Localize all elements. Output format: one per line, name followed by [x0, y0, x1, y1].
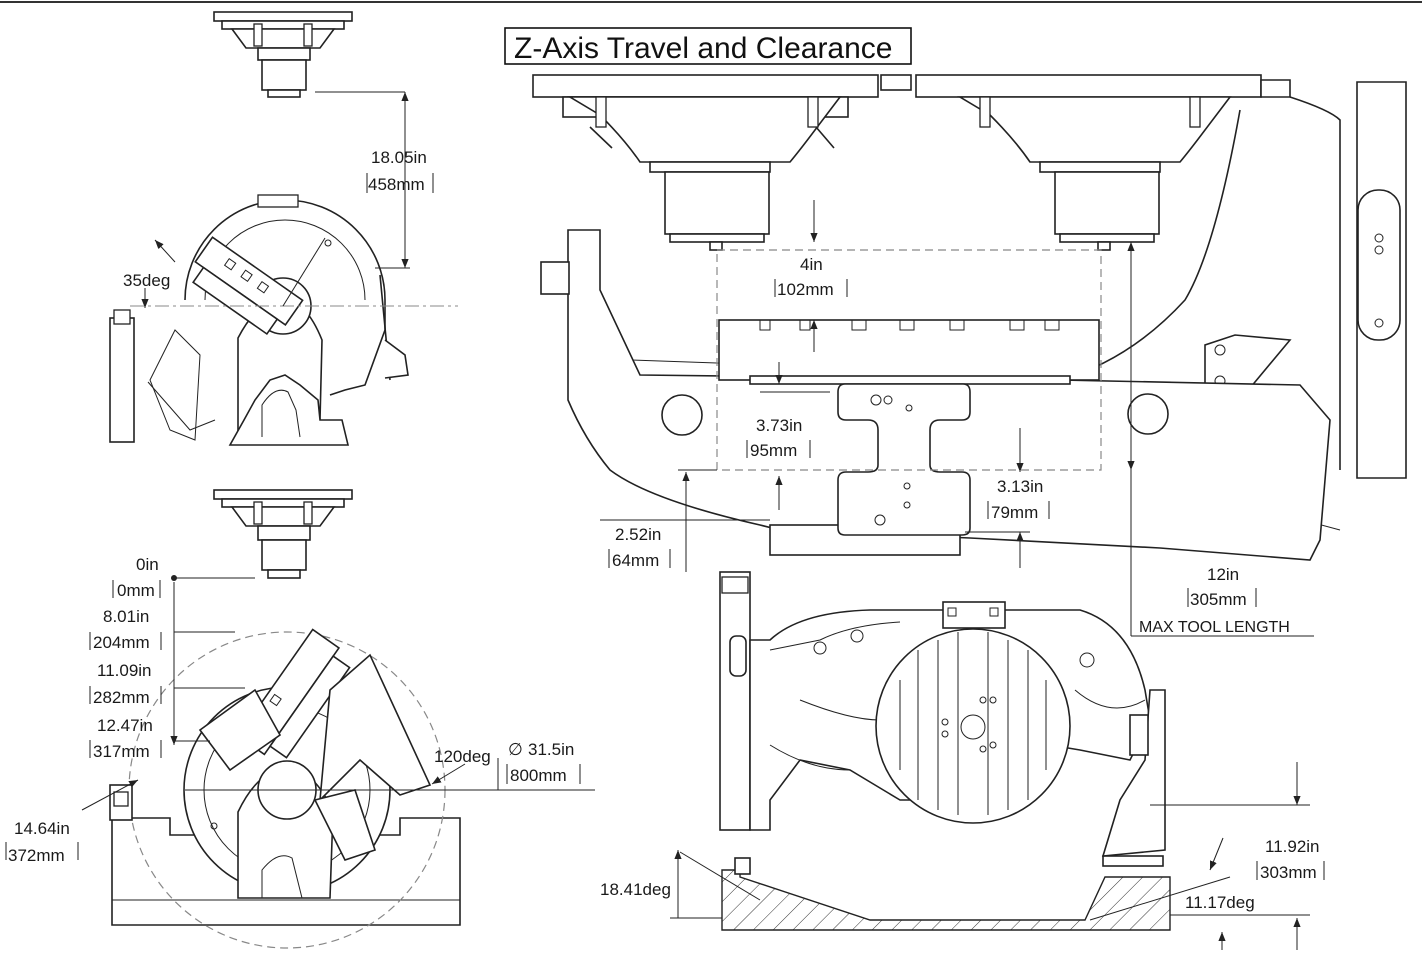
dim-table-mm: 95mm	[750, 441, 797, 460]
angle-left-bottom-right: 18.41deg	[600, 880, 671, 899]
dim-height-in: 11.92in	[1265, 837, 1320, 856]
diameter-in: 31.5in	[528, 740, 574, 759]
dim-c-in: 12.47in	[97, 716, 153, 735]
view-bottom-right: 11.92in 303mm 18.41deg 11.17deg	[600, 571, 1325, 950]
dim-base-mm: 64mm	[612, 551, 659, 570]
dim-d-mm: 372mm	[8, 846, 65, 865]
dim-travel-mm: 458mm	[368, 175, 425, 194]
rotary-table-top-left	[109, 194, 409, 446]
view-top-right: 4in 102mm 3.73in 95mm 3.13in 79mm 2.52in…	[532, 74, 1407, 637]
dim-tool-in: 12in	[1207, 565, 1239, 584]
travel-envelope	[716, 249, 1102, 471]
rotary-face	[875, 628, 1071, 824]
dim-gap-mm: 102mm	[777, 280, 834, 299]
dim-b-mm: 282mm	[93, 688, 150, 707]
angle-right-bottom-right: 11.17deg	[1185, 893, 1255, 912]
spindle-bottom-left	[213, 489, 353, 579]
dim-height-mm: 303mm	[1260, 863, 1317, 882]
dim-tool-mm: 305mm	[1190, 590, 1247, 609]
angle-bottom-left: 120deg	[434, 747, 491, 766]
spindle-right-2	[915, 74, 1291, 251]
view-top-left: 18.05in 458mm 35deg	[109, 11, 458, 446]
table-right	[718, 319, 1100, 385]
dim-zero-mm: 0mm	[117, 581, 155, 600]
title-box: Z-Axis Travel and Clearance	[504, 27, 912, 65]
dim-base-in: 2.52in	[615, 525, 661, 544]
dim-zero-in: 0in	[136, 555, 159, 574]
dim-travel-in: 18.05in	[371, 148, 427, 167]
max-tool-length-note: MAX TOOL LENGTH	[1139, 619, 1290, 636]
dim-a-mm: 204mm	[93, 633, 150, 652]
spindle-right-1	[532, 74, 912, 251]
dim-plate-in: 3.13in	[997, 477, 1043, 496]
base-section	[721, 869, 1171, 931]
dim-plate-mm: 79mm	[991, 503, 1038, 522]
dim-gap-in: 4in	[800, 255, 823, 274]
dim-table-in: 3.73in	[756, 416, 802, 435]
drawing-title: Z-Axis Travel and Clearance	[514, 32, 893, 65]
diameter-mm: 800mm	[510, 766, 567, 785]
dim-b-in: 11.09in	[97, 661, 152, 680]
dim-a-in: 8.01in	[103, 607, 149, 626]
spindle-top-left	[213, 11, 405, 98]
view-bottom-left: 0in 0mm 8.01in 204mm 11.09in 282mm 12.47…	[5, 489, 595, 949]
dim-c-mm: 317mm	[93, 742, 150, 761]
angle-top-left: 35deg	[123, 271, 170, 290]
diameter-symbol: ∅	[508, 740, 523, 759]
dim-d-in: 14.64in	[14, 819, 70, 838]
mounting-plate	[837, 383, 971, 536]
